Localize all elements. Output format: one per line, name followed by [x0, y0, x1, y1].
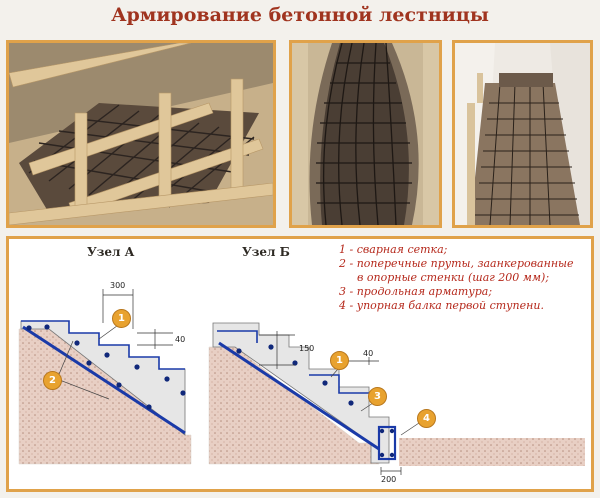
- photo-formwork-image: [9, 43, 273, 225]
- page-title: Армирование бетонной лестницы: [111, 4, 489, 26]
- photo-curved-mesh: [289, 40, 442, 228]
- legend-item-2: 2 - поперечные пруты, заанкерованные: [339, 257, 574, 270]
- node-b-dim-riser: 40: [363, 349, 374, 358]
- legend-item-2-continued: в опорные стенки (шаг 200 мм);: [357, 271, 550, 284]
- node-a-dim-riser: 40: [175, 335, 186, 344]
- legend-item-4: 4 - упорная балка первой ступени.: [339, 299, 544, 312]
- legend: 1 - сварная сетка; 2 - поперечные пруты,…: [339, 243, 591, 313]
- marker-1-node-b: 1: [330, 351, 349, 370]
- marker-4-node-b: 4: [417, 409, 436, 428]
- marker-1-node-a: 1: [112, 309, 131, 328]
- node-b-drawing: [208, 322, 585, 475]
- node-b-dim-beam-width: 200: [381, 475, 397, 484]
- photo-curved-mesh-image: [292, 43, 439, 225]
- legend-item-1: 1 - сварная сетка;: [339, 243, 448, 256]
- marker-3-node-b: 3: [368, 387, 387, 406]
- photo-formwork: [6, 40, 276, 228]
- node-a-dim-tread: 300: [110, 281, 126, 290]
- photo-stair-flight-image: [455, 43, 590, 225]
- node-b-title: Узел Б: [242, 245, 290, 259]
- node-a-drawing: [18, 289, 192, 465]
- node-a-title: Узел А: [87, 245, 135, 259]
- legend-item-3: 3 - продольная арматура;: [339, 285, 493, 298]
- diagram-panel: Узел А Узел Б 1 - сварная сетка; 2 - поп…: [6, 236, 594, 492]
- node-diagrams-drawing: [18, 289, 585, 475]
- node-b-dim-height: 150: [299, 344, 315, 353]
- photo-stair-flight: [452, 40, 593, 228]
- marker-2-node-a: 2: [43, 371, 62, 390]
